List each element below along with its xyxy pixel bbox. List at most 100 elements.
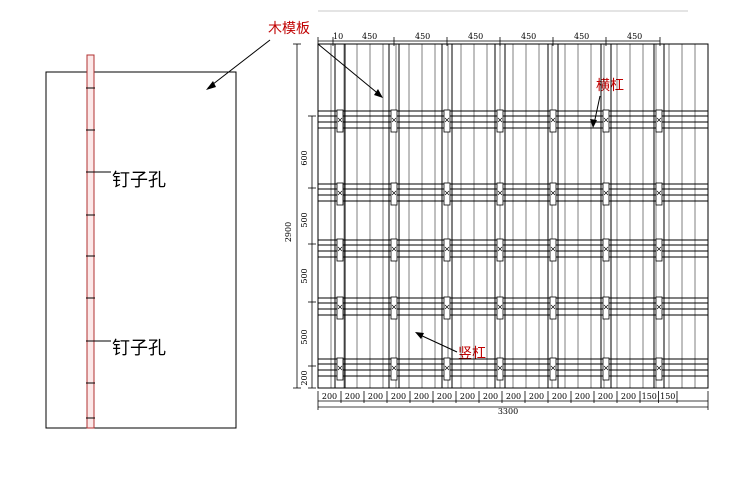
bottom-dim-value: 200 xyxy=(322,392,337,401)
bottom-dim-value: 200 xyxy=(345,392,360,401)
clamp-mark xyxy=(603,117,609,123)
clamp-box xyxy=(549,357,557,381)
crossbar-label: 横杠 xyxy=(596,78,624,94)
bottom-dim-value: 200 xyxy=(598,392,613,401)
clamp-box xyxy=(443,182,451,206)
clamp-mark xyxy=(550,365,556,371)
left-dim-4: 500 xyxy=(300,329,309,344)
nail-hole-label-2: 钉子孔 xyxy=(112,338,166,359)
bottom-dim-value: 200 xyxy=(437,392,452,401)
clamp-mark xyxy=(337,365,343,371)
clamp-box xyxy=(655,109,663,133)
clamp-mark xyxy=(497,117,503,123)
bottom-dim-value: 200 xyxy=(552,392,567,401)
clamp-mark xyxy=(337,304,343,310)
clamp-mark xyxy=(444,190,450,196)
nail-hole-label-1: 钉子孔 xyxy=(112,170,166,191)
clamp-box xyxy=(602,109,610,133)
clamp-mark xyxy=(603,365,609,371)
clamp-box xyxy=(655,296,663,320)
clamp-mark xyxy=(656,190,662,196)
clamp-box xyxy=(390,182,398,206)
left-dim-1: 600 xyxy=(300,150,309,165)
wood-strip xyxy=(86,54,95,429)
clamp-box xyxy=(496,182,504,206)
clamp-mark xyxy=(391,304,397,310)
clamp-box xyxy=(549,296,557,320)
top-dim-4: 450 xyxy=(521,32,536,41)
left-dim-3: 500 xyxy=(300,268,309,283)
bottom-dim-value: 200 xyxy=(483,392,498,401)
left-dim-5: 200 xyxy=(300,370,309,385)
left-dim-total: 2900 xyxy=(284,222,293,242)
crossbar-arrowhead xyxy=(590,119,597,128)
clamp-mark xyxy=(497,246,503,252)
clamp-mark xyxy=(656,246,662,252)
clamp-mark xyxy=(444,117,450,123)
bottom-dim-value: 200 xyxy=(368,392,383,401)
clamp-mark xyxy=(337,190,343,196)
clamp-mark xyxy=(603,190,609,196)
clamp-mark xyxy=(550,246,556,252)
clamp-mark xyxy=(337,117,343,123)
clamp-box xyxy=(443,357,451,381)
clamp-mark xyxy=(603,304,609,310)
bottom-dim-value: 200 xyxy=(414,392,429,401)
clamp-mark xyxy=(550,190,556,196)
clamp-mark xyxy=(391,365,397,371)
clamp-box xyxy=(602,182,610,206)
clamp-box xyxy=(549,238,557,262)
nail-hole-notches xyxy=(86,87,95,419)
top-dim-6: 450 xyxy=(627,32,642,41)
upright-label: 竖杠 xyxy=(458,346,486,362)
bottom-dim-value: 150 xyxy=(660,392,675,401)
top-dim-2: 450 xyxy=(415,32,430,41)
bottom-dim-value: 200 xyxy=(529,392,544,401)
crossbar-arrow xyxy=(593,95,601,125)
clamp-mark xyxy=(497,190,503,196)
clamp-box xyxy=(390,109,398,133)
bottom-dim-total: 3300 xyxy=(498,407,518,416)
clamp-box xyxy=(602,296,610,320)
clamp-box xyxy=(443,296,451,320)
bottom-dim-value: 200 xyxy=(506,392,521,401)
top-dim-first: 10 xyxy=(333,32,343,41)
clamp-box xyxy=(336,182,344,206)
board-side-view: 钉子孔 钉子孔 xyxy=(45,54,237,429)
formwork-arrowhead-right xyxy=(374,89,383,98)
clamp-mark xyxy=(497,365,503,371)
formwork-arrow-left xyxy=(207,39,271,89)
clamp-box xyxy=(390,296,398,320)
clamp-box xyxy=(655,357,663,381)
formwork-arrow-right xyxy=(317,43,382,97)
clamp-mark xyxy=(444,365,450,371)
clamp-box xyxy=(336,296,344,320)
upright-arrow xyxy=(417,333,458,353)
upright-arrowhead xyxy=(415,332,424,339)
clamp-mark xyxy=(444,304,450,310)
clamp-box xyxy=(336,109,344,133)
clamp-mark xyxy=(391,246,397,252)
top-dim-3: 450 xyxy=(468,32,483,41)
clamp-box xyxy=(496,357,504,381)
bottom-dim-value: 200 xyxy=(621,392,636,401)
top-dim-1: 450 xyxy=(362,32,377,41)
clamp-mark xyxy=(444,246,450,252)
clamp-box xyxy=(602,357,610,381)
formwork-plan-view xyxy=(293,37,709,410)
clamp-mark xyxy=(391,190,397,196)
clamp-box xyxy=(443,238,451,262)
clamp-box xyxy=(336,238,344,262)
clamp-box xyxy=(602,238,610,262)
clamp-mark xyxy=(497,304,503,310)
clamp-mark xyxy=(656,304,662,310)
clamp-mark xyxy=(550,304,556,310)
bottom-dim-value: 200 xyxy=(575,392,590,401)
clamp-box xyxy=(390,238,398,262)
board-panel-outline xyxy=(45,71,237,429)
clamp-box xyxy=(496,238,504,262)
clamp-mark xyxy=(656,365,662,371)
clamp-box xyxy=(655,182,663,206)
